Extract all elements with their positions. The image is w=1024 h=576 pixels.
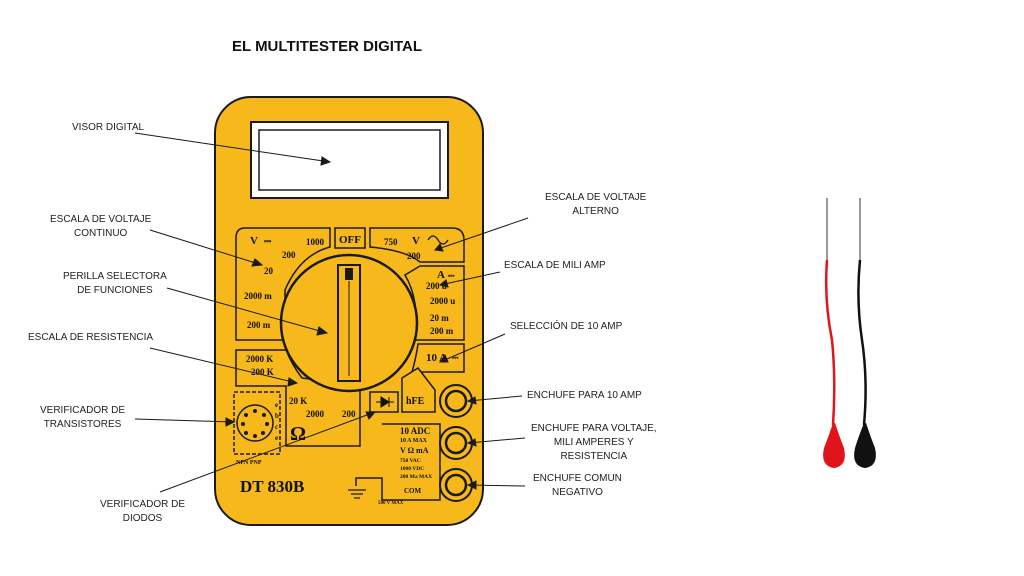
label-voltaje-continuo: ESCALA DE VOLTAJE CONTINUO bbox=[50, 214, 152, 239]
jack-label-500vmax: 500 V MAX bbox=[378, 501, 404, 506]
acv-section bbox=[369, 227, 465, 263]
jack-label-v-ohm-ma: V Ω mA bbox=[400, 446, 429, 455]
label-resistencia: ESCALA DE RESISTENCIA bbox=[28, 332, 154, 343]
off-label: OFF bbox=[339, 234, 361, 246]
jack-label-200mamax: 200 Ma MAX bbox=[400, 474, 432, 480]
jack-10a[interactable] bbox=[439, 384, 473, 418]
ground-icon bbox=[348, 489, 366, 499]
acv-value-200: 200 bbox=[407, 251, 421, 261]
label-perilla-selectora: PERILLA SELECTORA DE FUNCIONES bbox=[63, 271, 167, 296]
jack-label-10adc: 10 ADC bbox=[400, 426, 430, 436]
display-screen bbox=[258, 129, 441, 191]
label-mili-amp: ESCALA DE MILI AMP bbox=[504, 260, 606, 271]
jack-v-ohm-ma[interactable] bbox=[439, 426, 473, 460]
label-diodos: VERIFICADOR DE DIODOS bbox=[100, 499, 186, 524]
dca-value-200u: 200 u bbox=[426, 281, 447, 291]
dcv-value-20: 20 bbox=[264, 266, 274, 276]
hfe-position bbox=[401, 367, 436, 413]
off-position bbox=[334, 227, 366, 249]
acv-value-750: 750 bbox=[384, 237, 398, 247]
dca-value-20m: 20 m bbox=[430, 313, 449, 323]
pin-c: c bbox=[275, 423, 278, 431]
acv-symbol: V bbox=[412, 235, 420, 247]
pin-b: b bbox=[275, 412, 279, 420]
dcv-bar: ⎓ bbox=[264, 236, 272, 246]
label-voltaje-alterno: ESCALA DE VOLTAJE ALTERNO bbox=[545, 192, 647, 217]
transistor-pins bbox=[241, 409, 269, 438]
label-transistores: VERIFICADOR DE TRANSISTORES bbox=[40, 405, 126, 430]
label-enchufe-comun: ENCHUFE COMUN NEGATIVO bbox=[533, 473, 622, 498]
dcv-symbol: V bbox=[250, 235, 258, 247]
selector-pointer-mark bbox=[345, 268, 353, 280]
transistor-types: NPN PNP bbox=[236, 460, 262, 466]
jack-label-com: COM bbox=[404, 487, 422, 495]
ten-amp-bar: ⎓ bbox=[452, 353, 459, 362]
dcv-value-200: 200 bbox=[282, 250, 296, 260]
ohm-value-200: 200 bbox=[342, 409, 356, 419]
page-title: EL MULTITESTER DIGITAL bbox=[232, 38, 422, 55]
label-seleccion-10-amp: SELECCIÓN DE 10 AMP bbox=[510, 321, 623, 332]
ohm-icon: Ω bbox=[290, 423, 306, 445]
dca-value-2000u: 2000 u bbox=[430, 296, 455, 306]
jack-com[interactable] bbox=[439, 468, 473, 502]
pin-e1: e bbox=[275, 401, 278, 409]
jack-label-750vac: 750 VAC bbox=[400, 458, 421, 464]
hfe-label: hFE bbox=[406, 396, 425, 407]
ten-amp-section bbox=[411, 343, 465, 373]
dcv-section bbox=[235, 227, 331, 341]
model-label: DT 830B bbox=[240, 477, 304, 496]
dca-bar: ⎓ bbox=[448, 271, 455, 280]
black-probe bbox=[854, 198, 876, 468]
label-enchufe-10-amp: ENCHUFE PARA 10 AMP bbox=[527, 390, 642, 401]
red-probe bbox=[823, 198, 845, 468]
jack-label-10amax: 10 A MAX bbox=[400, 438, 428, 444]
dca-symbol: A bbox=[437, 269, 445, 281]
dcv-value-1000: 1000 bbox=[306, 237, 325, 247]
label-enchufe-voltaje: ENCHUFE PARA VOLTAJE, MILI AMPERES Y RES… bbox=[531, 423, 657, 462]
dcv-value-2000m: 2000 m bbox=[244, 291, 272, 301]
dcv-value-200m: 200 m bbox=[247, 320, 271, 330]
dca-value-200m: 200 m bbox=[430, 326, 454, 336]
leader-lines bbox=[134, 132, 529, 493]
label-visor-digital: VISOR DIGITAL bbox=[72, 122, 145, 133]
jack-block bbox=[355, 423, 441, 501]
diode-icon bbox=[376, 396, 394, 408]
ac-wave-icon bbox=[427, 235, 449, 245]
ohm-value-2000k: 2000 K bbox=[246, 354, 273, 364]
ohm-value-200k: 200 K bbox=[251, 367, 274, 377]
pin-e2: e bbox=[275, 434, 278, 442]
ohm-value-2000: 2000 bbox=[306, 409, 325, 419]
ohm-value-20k: 20 K bbox=[289, 396, 307, 406]
jack-label-1000vdc: 1000 VDC bbox=[400, 466, 424, 472]
